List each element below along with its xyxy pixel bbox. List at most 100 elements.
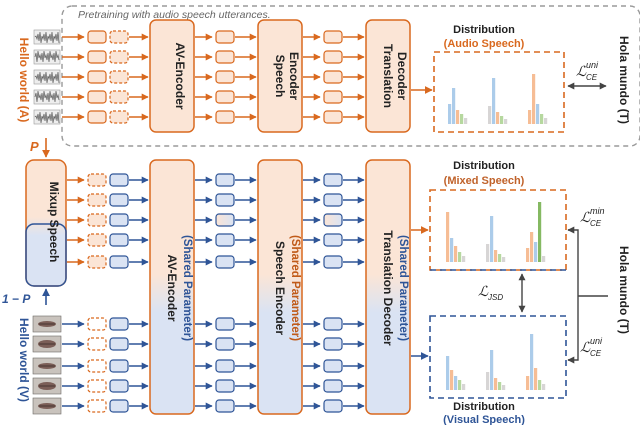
speech-encoder-label-bottom: Speech Encoder — [273, 241, 287, 335]
mixed-row-4-token-b — [109, 255, 129, 269]
one-minus-p-label: 1 − P — [2, 292, 31, 306]
bars-audio-bar-0-2 — [456, 110, 460, 124]
audio-row-2-token-c — [215, 70, 235, 84]
bars-visual-bar-2-3 — [538, 380, 542, 390]
audio-row-1-token-b — [109, 50, 129, 64]
bars-audio-bar-1-1 — [492, 78, 496, 124]
audio-row-1-token-a — [87, 50, 107, 64]
speech-encoder-block-bottom — [257, 159, 303, 415]
bars-mixed-bar-1-4 — [502, 257, 506, 262]
bars-mixed-bar-2-1 — [530, 232, 534, 262]
bars-mixed-bar-2-2 — [534, 242, 538, 262]
mixed-row-3-token-b — [109, 233, 129, 247]
bars-visual-bar-0-4 — [462, 384, 466, 390]
bars-mixed-bar-0-3 — [458, 252, 462, 262]
visual-row-3-token-a — [87, 379, 107, 393]
mixed-row-0-token-d — [323, 173, 343, 187]
distribution-audio-label: (Audio Speech) — [444, 38, 525, 50]
bars-visual-bar-2-4 — [542, 384, 546, 390]
visual-row-1-token-d — [323, 337, 343, 351]
bars-audio-bar-0-1 — [452, 88, 456, 124]
bars-visual-bar-0-2 — [454, 376, 458, 390]
mixed-row-3-token-c — [215, 233, 235, 247]
audio-waveforms — [33, 29, 61, 125]
audio-row-1-token-c — [215, 50, 235, 64]
distribution-visual-box — [429, 315, 567, 399]
mixed-row-0-token-b — [109, 173, 129, 187]
mixed-row-2-token-b — [109, 213, 129, 227]
target-output-bottom: Hola mundo (T) — [617, 246, 631, 334]
distribution-title-mixed: Distribution — [453, 160, 515, 172]
translation-decoder-block-top — [365, 19, 411, 133]
visual-row-2-token-c — [215, 359, 235, 373]
bars-audio-bar-1-2 — [496, 112, 500, 124]
audio-row-2-token-b — [109, 70, 129, 84]
waveform-line-2 — [34, 71, 60, 84]
visual-row-2-token-b — [109, 359, 129, 373]
bars-audio-bar-1-3 — [500, 116, 504, 124]
bars-mixed-bar-1-1 — [490, 216, 494, 262]
loss-mixed: ℒ — [580, 209, 591, 225]
bars-mixed-bar-2-3 — [538, 202, 542, 262]
bars-audio-bar-0-0 — [448, 104, 452, 124]
bars-audio-bar-0-3 — [460, 114, 464, 124]
bars-visual-bar-1-4 — [502, 385, 506, 390]
av-encoder-block-bottom — [149, 159, 195, 415]
bars-visual-bar-0-1 — [450, 370, 454, 390]
av-encoder-label-bottom: AV-Encoder — [165, 254, 179, 321]
visual-row-2-token-d — [323, 359, 343, 373]
pretraining-region — [61, 5, 640, 147]
bars-visual-bar-0-3 — [458, 380, 462, 390]
mixed-row-2-token-c — [215, 213, 235, 227]
audio-input-label: Hello world (A) — [17, 38, 31, 123]
bars-audio-bar-2-3 — [540, 114, 544, 124]
bars-visual-bar-1-1 — [490, 350, 494, 390]
visual-row-1-token-a — [87, 337, 107, 351]
bars-mixed-bar-1-2 — [494, 250, 498, 262]
bars-mixed-bar-1-3 — [498, 254, 502, 262]
distribution-visual-bars — [446, 334, 546, 390]
av-encoder-label-top: AV-Encoder — [173, 42, 187, 109]
loss-jsd: ℒ — [478, 283, 489, 299]
visual-row-4-token-d — [323, 399, 343, 413]
waveform-line-1 — [34, 50, 60, 63]
bars-audio-bar-1-4 — [504, 119, 508, 124]
bars-mixed-bar-0-1 — [450, 238, 454, 262]
bars-mixed-bar-0-4 — [462, 256, 466, 262]
audio-row-0-token-b — [109, 30, 129, 44]
bars-visual-bar-0-0 — [446, 356, 450, 390]
target-output-top: Hola mundo (T) — [617, 36, 631, 124]
audio-row-3-token-c — [215, 90, 235, 104]
audio-row-2-token-d — [323, 70, 343, 84]
visual-row-4-token-c — [215, 399, 235, 413]
visual-row-0-token-c — [215, 317, 235, 331]
audio-row-4-token-b — [109, 110, 129, 124]
mixed-row-1-token-a — [87, 193, 107, 207]
audio-row-4-token-d — [323, 110, 343, 124]
bars-visual-bar-2-0 — [526, 376, 530, 390]
bars-visual-bar-1-2 — [494, 378, 498, 390]
loss-visual-sup: uni — [590, 336, 603, 346]
visual-row-0-token-d — [323, 317, 343, 331]
speech-encoder-label-top-1: Speech — [273, 55, 287, 98]
mixed-row-1-token-d — [323, 193, 343, 207]
distribution-mixed-label: (Mixed Speech) — [444, 175, 525, 187]
bars-audio-bar-2-0 — [528, 110, 532, 124]
mixed-row-3-token-a — [87, 233, 107, 247]
distribution-title-audio: Distribution — [453, 24, 515, 36]
mixed-row-1-token-c — [215, 193, 235, 207]
mixed-row-0-token-c — [215, 173, 235, 187]
translation-decoder-label-top-2: Decoder — [395, 52, 409, 100]
visual-row-0-token-a — [87, 317, 107, 331]
bars-audio-bar-2-4 — [544, 118, 548, 124]
bars-audio-bar-2-2 — [536, 104, 540, 124]
mixed-row-3-token-d — [323, 233, 343, 247]
shared-parameter-label-3: (Shared Parameter) — [397, 235, 409, 341]
loss-mixed-sup: min — [590, 206, 605, 216]
bars-mixed-bar-0-2 — [454, 246, 458, 262]
mixed-row-2-token-a — [87, 213, 107, 227]
bars-audio-bar-1-0 — [488, 106, 492, 124]
distribution-mixed-bars — [446, 202, 546, 262]
bars-visual-bar-1-3 — [498, 382, 502, 390]
distribution-audio-bars — [448, 74, 548, 124]
